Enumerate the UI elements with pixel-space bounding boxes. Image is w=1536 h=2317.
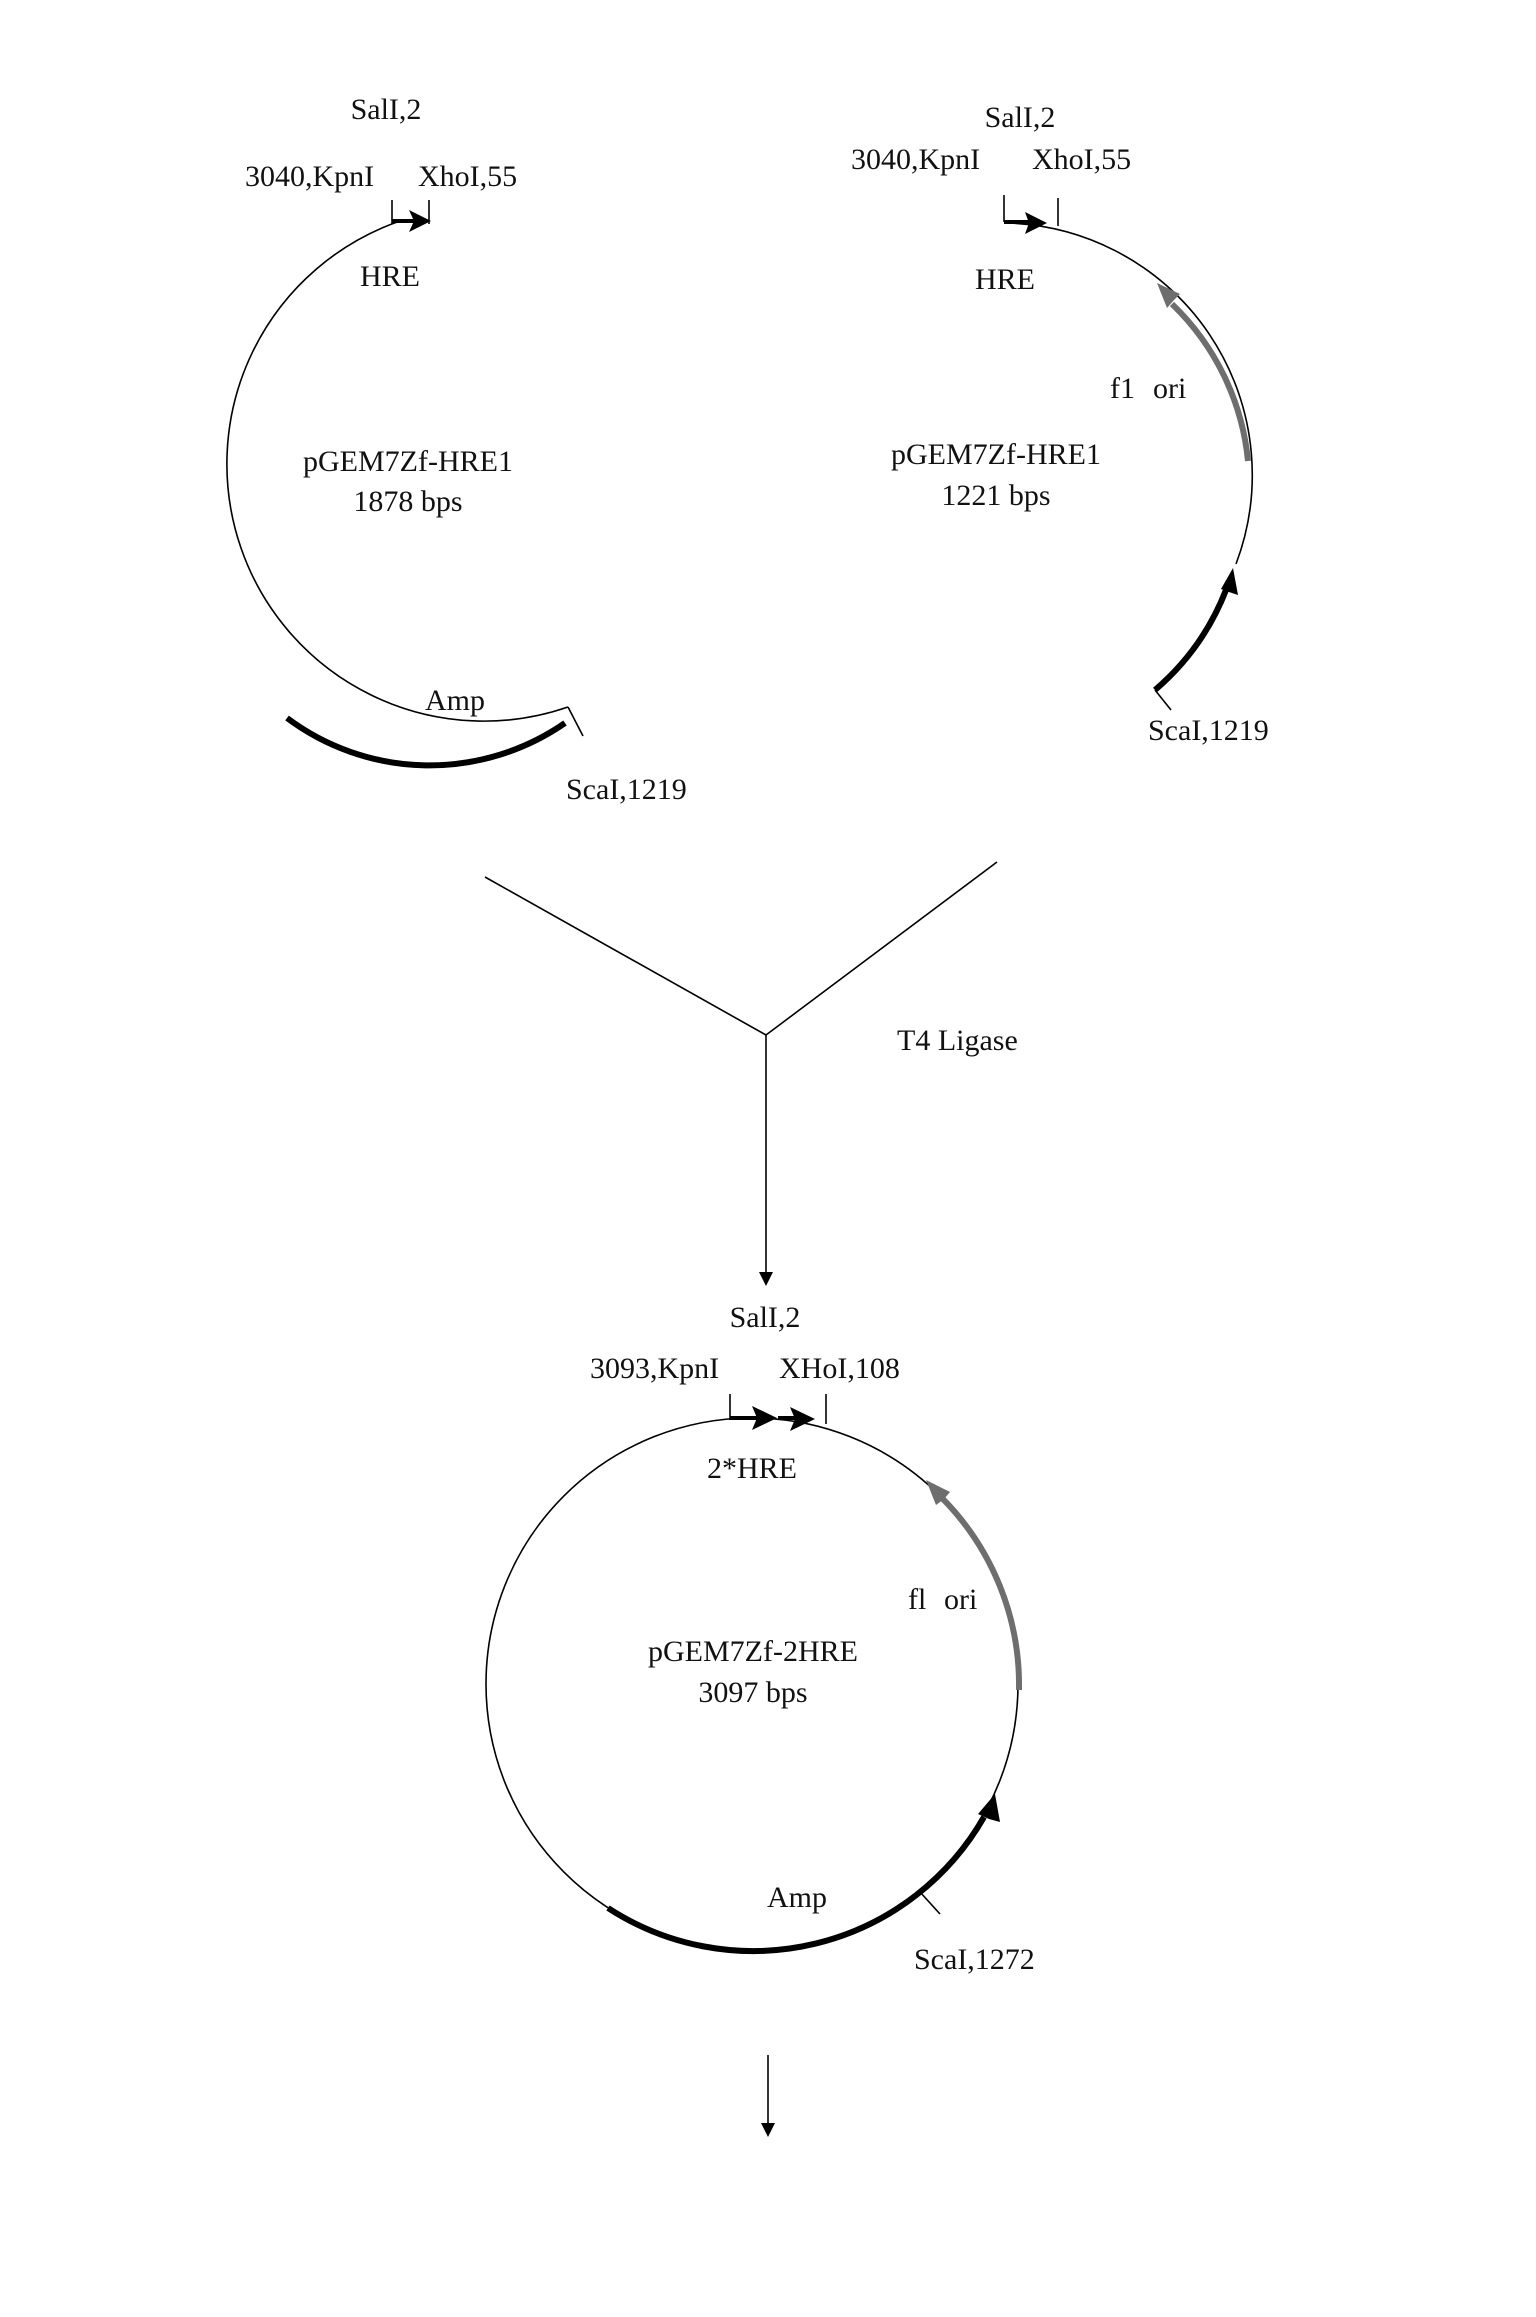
result-scai-label: ScaI,1272 xyxy=(914,1943,1035,1976)
plasmid-result-amp-arrowhead xyxy=(978,1794,1000,1822)
result-kpni-label: 3093,KpnI xyxy=(590,1352,720,1385)
plasmid-result-amp-feature xyxy=(606,1815,987,1954)
plasmid-right-amp-arrowhead xyxy=(1221,568,1238,595)
plasmid-left-backbone xyxy=(226,220,569,722)
right-f1-label: f1 xyxy=(1110,372,1135,405)
plasmid-left-scai-tick xyxy=(567,706,584,737)
result-sali-label: SalI,2 xyxy=(729,1301,801,1334)
ligation-junction xyxy=(484,861,998,1286)
plasmid-right-amp-feature xyxy=(1153,588,1229,693)
plasmid-result-f1ori-arrowhead xyxy=(926,1480,950,1505)
right-plasmid-name: pGEM7Zf-HRE1 xyxy=(891,438,1101,471)
result-hre-label: 2*HRE xyxy=(707,1452,797,1485)
plasmid-right-f1ori-arrowhead xyxy=(1157,283,1180,308)
ligation-line-left xyxy=(484,876,767,1036)
plasmid-result-scai-tick xyxy=(919,1891,941,1915)
result-plasmid-name: pGEM7Zf-2HRE xyxy=(648,1635,858,1668)
t4-ligase-label: T4 Ligase xyxy=(897,1024,1018,1057)
plasmid-result-map xyxy=(485,1394,1023,1954)
right-hre-label: HRE xyxy=(975,263,1035,296)
result-plasmid-size: 3097 bps xyxy=(698,1676,808,1709)
result-amp-label: Amp xyxy=(767,1881,827,1914)
left-scai-label: ScaI,1219 xyxy=(566,773,687,806)
result-f1-label: fl xyxy=(908,1583,927,1616)
plasmid-result-hre-arrowhead-1 xyxy=(752,1406,777,1430)
left-sali-label: SalI,2 xyxy=(350,93,422,126)
left-hre-label: HRE xyxy=(360,260,420,293)
plasmid-result-f1ori-feature xyxy=(938,1494,1023,1691)
right-kpni-label: 3040,KpnI xyxy=(851,143,981,176)
ligation-line-right xyxy=(765,861,998,1036)
left-amp-label: Amp xyxy=(425,684,485,717)
plasmid-right-f1ori-feature xyxy=(1169,301,1251,462)
plasmid-right-backbone xyxy=(1005,222,1254,565)
plasmid-right-hre-arrowhead xyxy=(1025,212,1047,234)
right-ori-label: ori xyxy=(1153,372,1187,405)
left-xhoi-label: XhoI,55 xyxy=(418,160,518,193)
right-sali-label: SalI,2 xyxy=(984,101,1056,134)
result-xhoi-label: XHoI,108 xyxy=(779,1352,900,1385)
plasmid-left-map xyxy=(226,200,584,769)
plasmid-right-scai-tick xyxy=(1154,689,1172,711)
right-scai-label: ScaI,1219 xyxy=(1148,714,1269,747)
left-kpni-label: 3040,KpnI xyxy=(245,160,375,193)
right-plasmid-size: 1221 bps xyxy=(941,479,1051,512)
plasmid-result-hre-arrowhead-2 xyxy=(790,1407,815,1431)
plasmid-left-hre-arrowhead xyxy=(409,210,431,232)
result-ori-label: ori xyxy=(944,1583,978,1616)
plasmid-left-amp-feature xyxy=(285,715,567,769)
left-plasmid-name: pGEM7Zf-HRE1 xyxy=(303,445,513,478)
left-plasmid-size: 1878 bps xyxy=(353,485,463,518)
right-xhoi-label: XhoI,55 xyxy=(1032,143,1132,176)
plasmid-right-map xyxy=(1003,195,1254,711)
